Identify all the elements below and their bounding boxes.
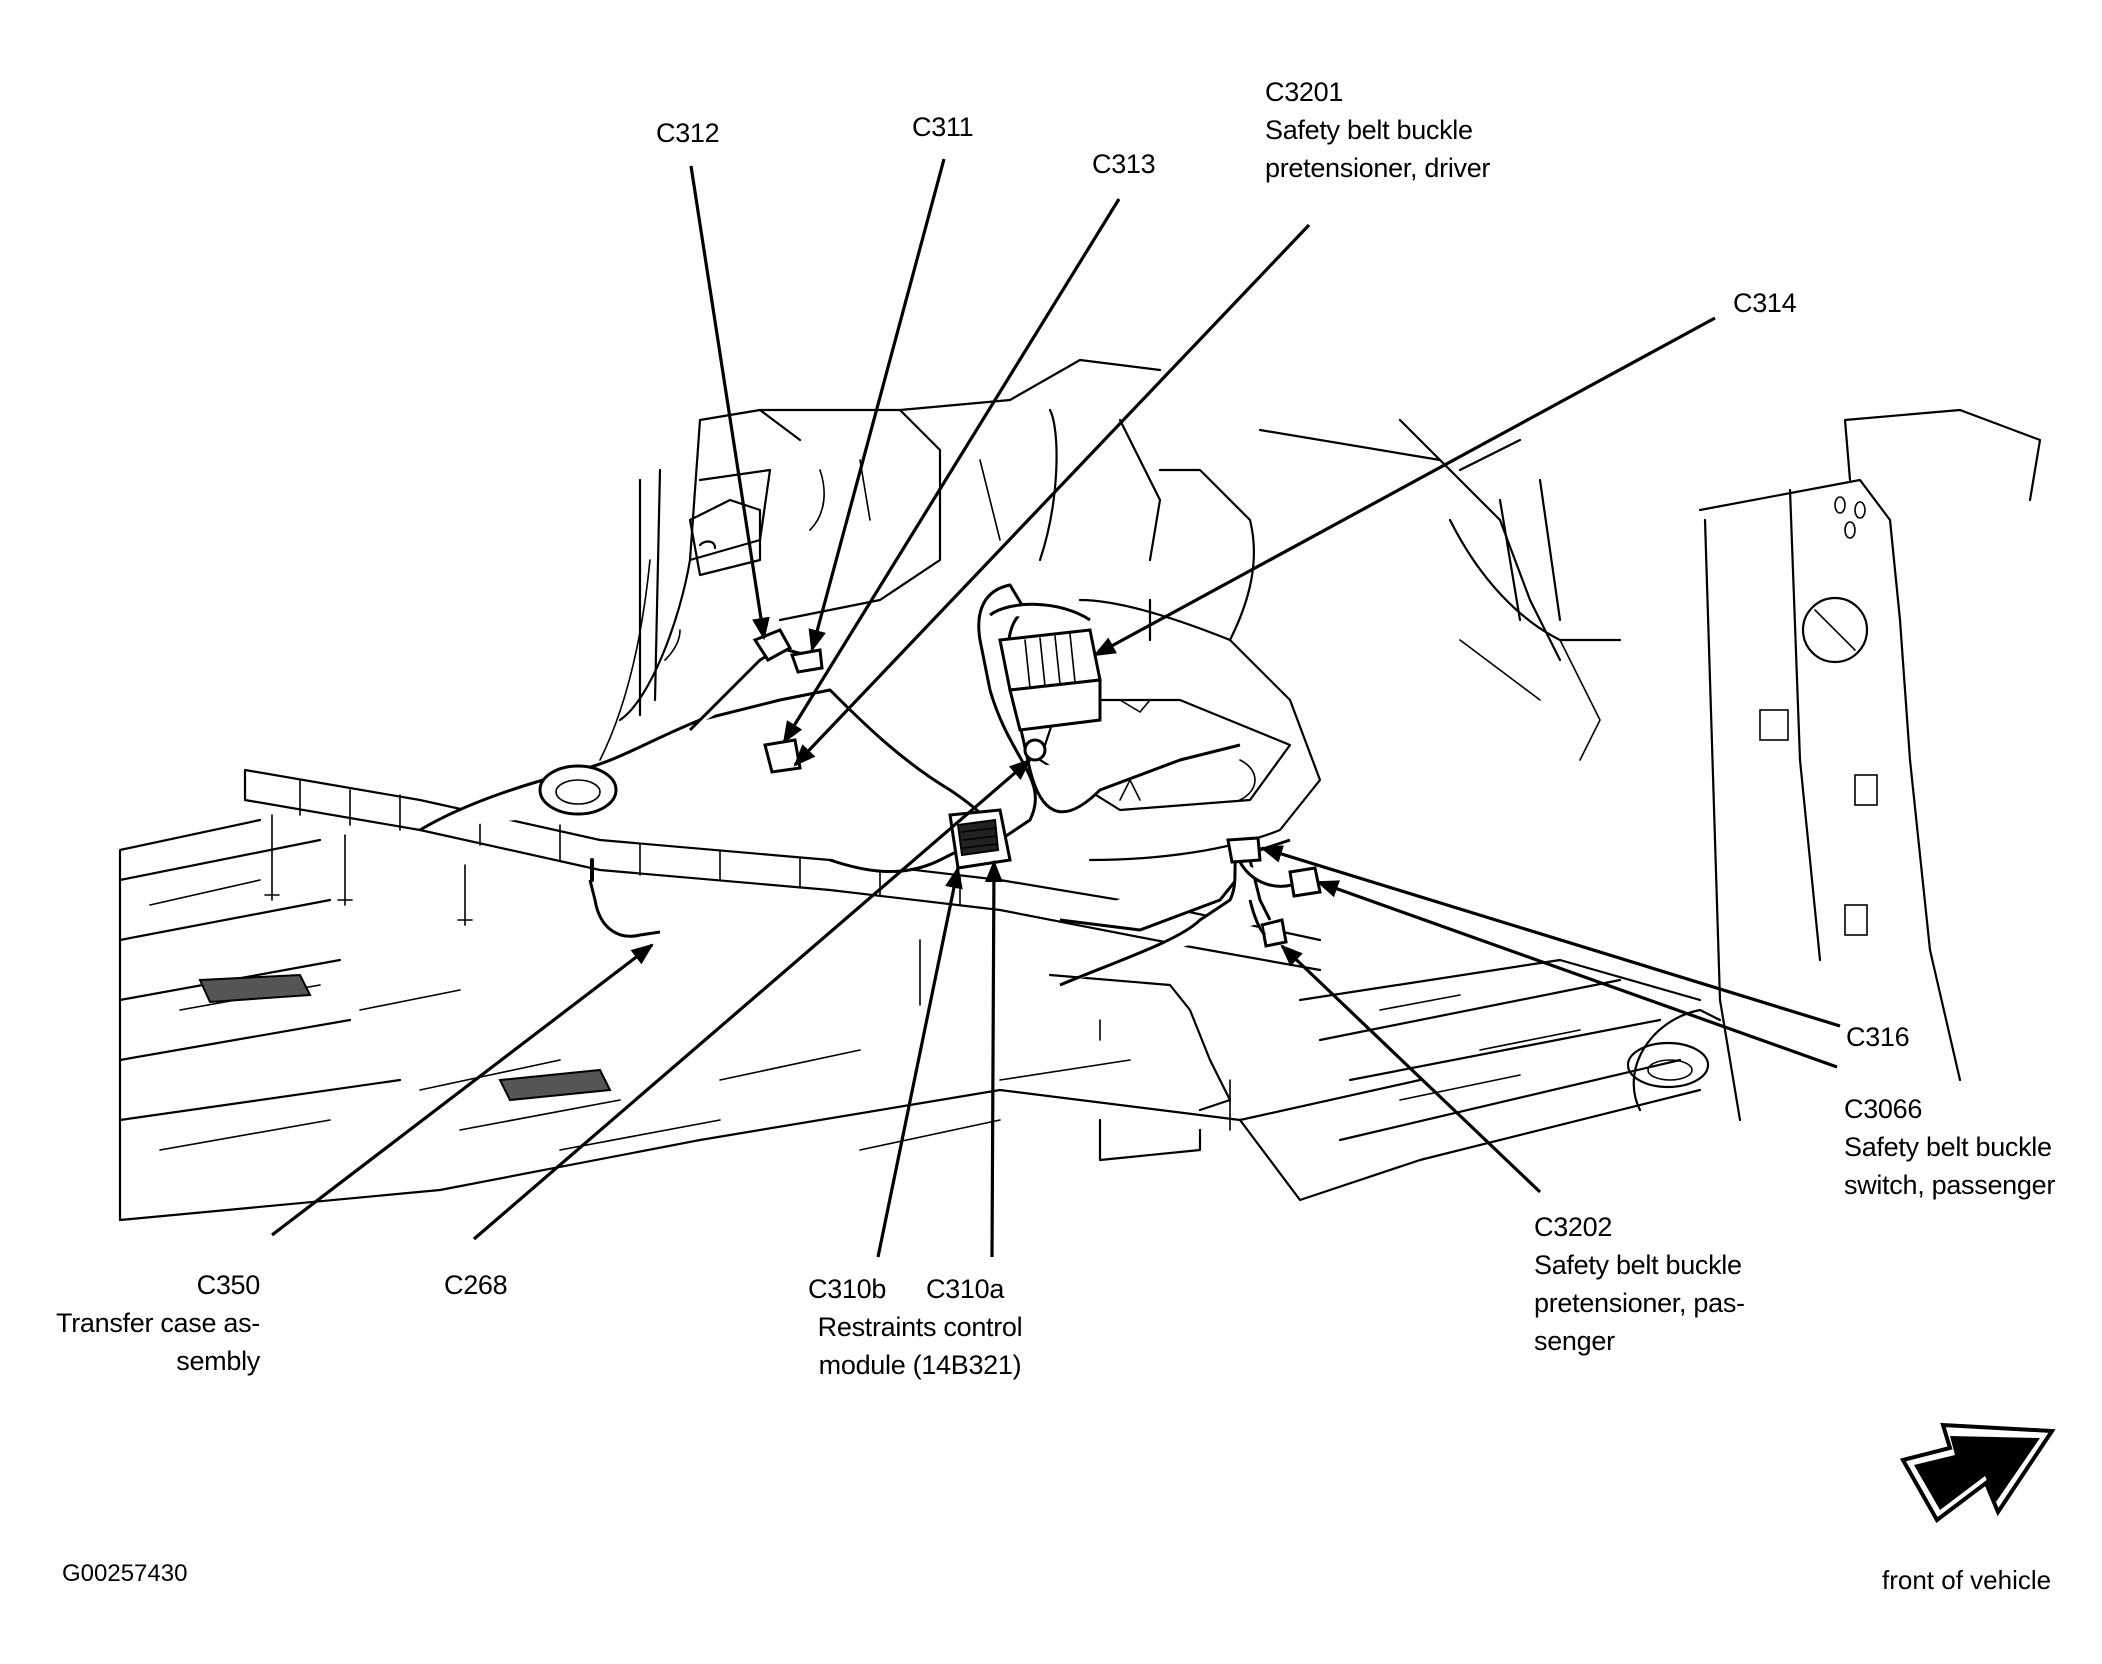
leader-c312 — [689, 165, 770, 641]
callout-c314: C314 — [1733, 284, 1797, 322]
connector-code: C3066 — [1844, 1094, 1923, 1124]
floor-vent-left — [198, 973, 612, 1102]
connector-code: C350 — [196, 1270, 261, 1300]
front-direction-arrow-icon — [1899, 1422, 2056, 1523]
leader-c3066 — [1315, 880, 1838, 1069]
connector-description: Safety belt buckle — [1534, 1250, 1742, 1280]
body-structure — [118, 358, 2042, 1222]
connector-description: Transfer case as- — [56, 1308, 260, 1338]
module-description: module (14B321) — [818, 1350, 1022, 1380]
callout-c3202: C3202 Safety belt buckle pretensioner, p… — [1534, 1208, 1745, 1360]
connector-description: Safety belt buckle — [1844, 1132, 2052, 1162]
callout-c310b: C310b — [808, 1270, 886, 1308]
center-tunnel — [1078, 468, 1322, 862]
right-pillar — [1698, 408, 2042, 1122]
leader-c316 — [1259, 845, 1841, 1028]
connector-code: C312 — [656, 118, 720, 148]
connector-description: sembly — [176, 1346, 260, 1376]
leader-lines — [271, 158, 1841, 1258]
callout-c312: C312 — [656, 114, 720, 152]
left-pillar-outline — [618, 408, 802, 722]
leader-c350 — [271, 943, 654, 1237]
connector-code: C316 — [1846, 1022, 1910, 1052]
leader-c310b — [876, 865, 963, 1258]
connector-description: Safety belt buckle — [1265, 115, 1473, 145]
front-of-vehicle-label: front of vehicle — [1882, 1565, 2052, 1595]
connector-description: switch, passenger — [1844, 1170, 2056, 1200]
leader-c268 — [472, 758, 1032, 1241]
leader-c314 — [1093, 316, 1716, 657]
figure-id: G00257430 — [62, 1560, 188, 1587]
module-description: Restraints control — [817, 1312, 1023, 1342]
callout-c350: C350 Transfer case as- sembly — [20, 1266, 260, 1380]
callout-c313: C313 — [1092, 145, 1156, 183]
connector-description: senger — [1534, 1326, 1615, 1356]
callout-c3066: C3066 Safety belt buckle switch, passeng… — [1844, 1090, 2055, 1204]
rear-wall-left — [758, 358, 1162, 622]
callout-c311: C311 — [912, 108, 974, 146]
callout-c310-description: Restraints control module (14B321) — [770, 1308, 1070, 1384]
callout-c316: C316 — [1846, 1018, 1910, 1056]
leader-c313 — [782, 198, 1121, 744]
leader-c310a — [984, 859, 1003, 1258]
c314-connector-block — [989, 602, 1102, 732]
leader-c311 — [808, 158, 946, 653]
connector-description: pretensioner, driver — [1265, 153, 1491, 183]
leader-c3201 — [793, 223, 1311, 767]
connector-code: C268 — [444, 1270, 508, 1300]
callout-c3201: C3201 Safety belt buckle pretensioner, d… — [1265, 73, 1490, 187]
callout-c268: C268 — [444, 1266, 508, 1304]
leader-c3202 — [1280, 944, 1542, 1194]
connector-code: C311 — [912, 112, 974, 142]
wiring-harness — [419, 583, 1322, 987]
left-door-panel — [688, 498, 762, 577]
connector-code: C310b — [808, 1274, 887, 1304]
callout-c310a: C310a — [926, 1270, 1004, 1308]
connector-description: pretensioner, pas- — [1534, 1288, 1745, 1318]
connector-code: C313 — [1092, 149, 1156, 179]
connector-code: C3202 — [1534, 1212, 1613, 1242]
restraints-control-module — [948, 808, 1012, 870]
connector-code: C3201 — [1265, 77, 1344, 107]
connector-code: C314 — [1733, 288, 1797, 318]
connector-code: C310a — [926, 1274, 1005, 1304]
grommet — [538, 764, 618, 816]
